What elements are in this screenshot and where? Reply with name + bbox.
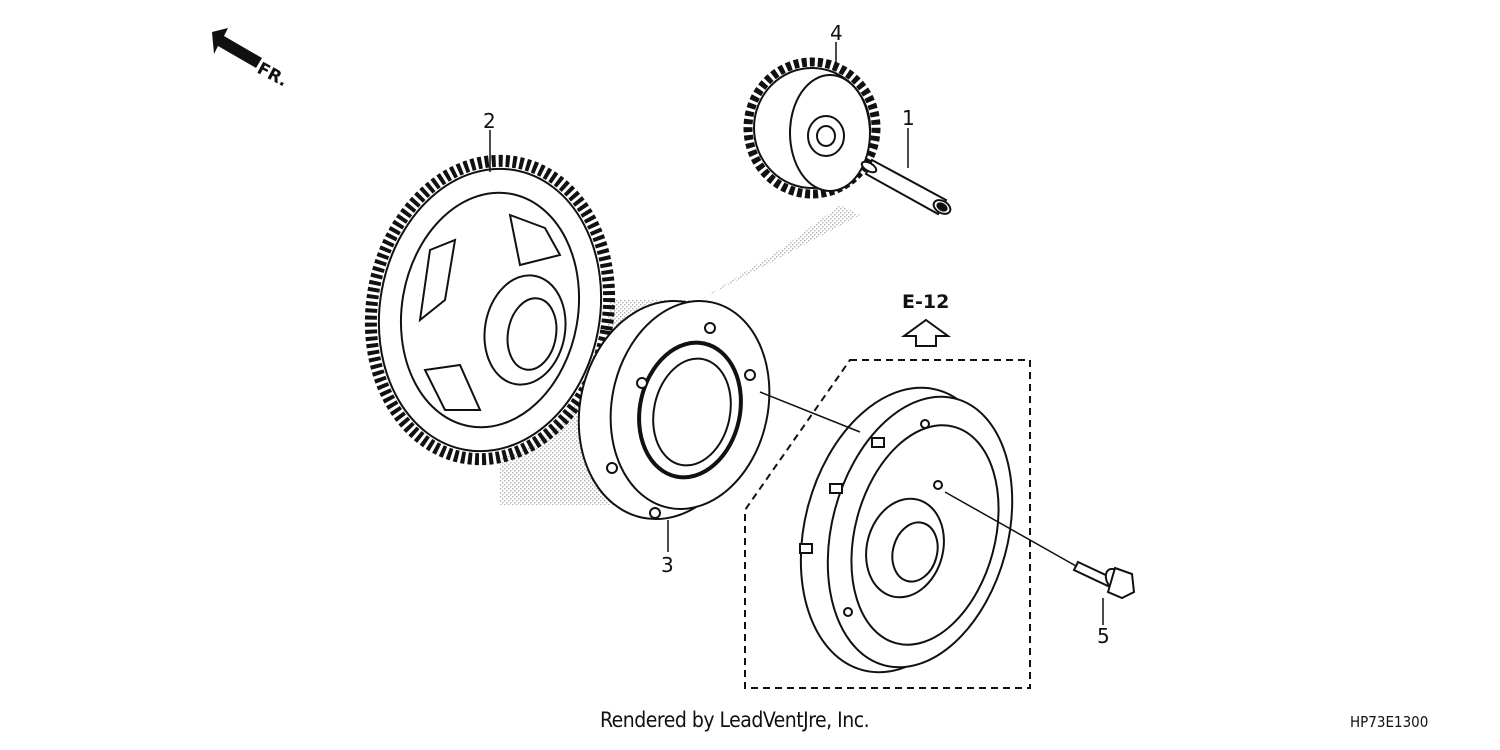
up-arrow-icon <box>900 318 952 347</box>
callout-labels: 1 2 3 4 5 <box>483 21 1110 648</box>
pin-shaft-icon <box>860 158 952 216</box>
reference-e12: E-12 <box>900 291 952 347</box>
leader-lines <box>489 42 1104 625</box>
callout-3: 3 <box>661 553 674 577</box>
credit-text: Rendered by LeadVentJre, Inc. <box>600 708 870 732</box>
flywheel-icon <box>799 386 1014 674</box>
reference-label: E-12 <box>902 291 949 313</box>
starter-driven-gear-icon <box>364 154 616 466</box>
callout-4: 4 <box>830 21 843 45</box>
callout-1: 1 <box>902 106 915 130</box>
idle-gear-icon <box>743 57 881 199</box>
flange-bolt-icon <box>1072 560 1136 600</box>
diagram-code: HP73E1300 <box>1350 713 1429 731</box>
callout-5: 5 <box>1097 624 1110 648</box>
starter-clutch-icon <box>577 299 771 521</box>
callout-2: 2 <box>483 109 496 133</box>
direction-label: FR. <box>254 59 291 91</box>
flywheel-reference-box <box>744 359 1031 689</box>
front-direction-arrow-icon: FR. <box>212 28 291 91</box>
